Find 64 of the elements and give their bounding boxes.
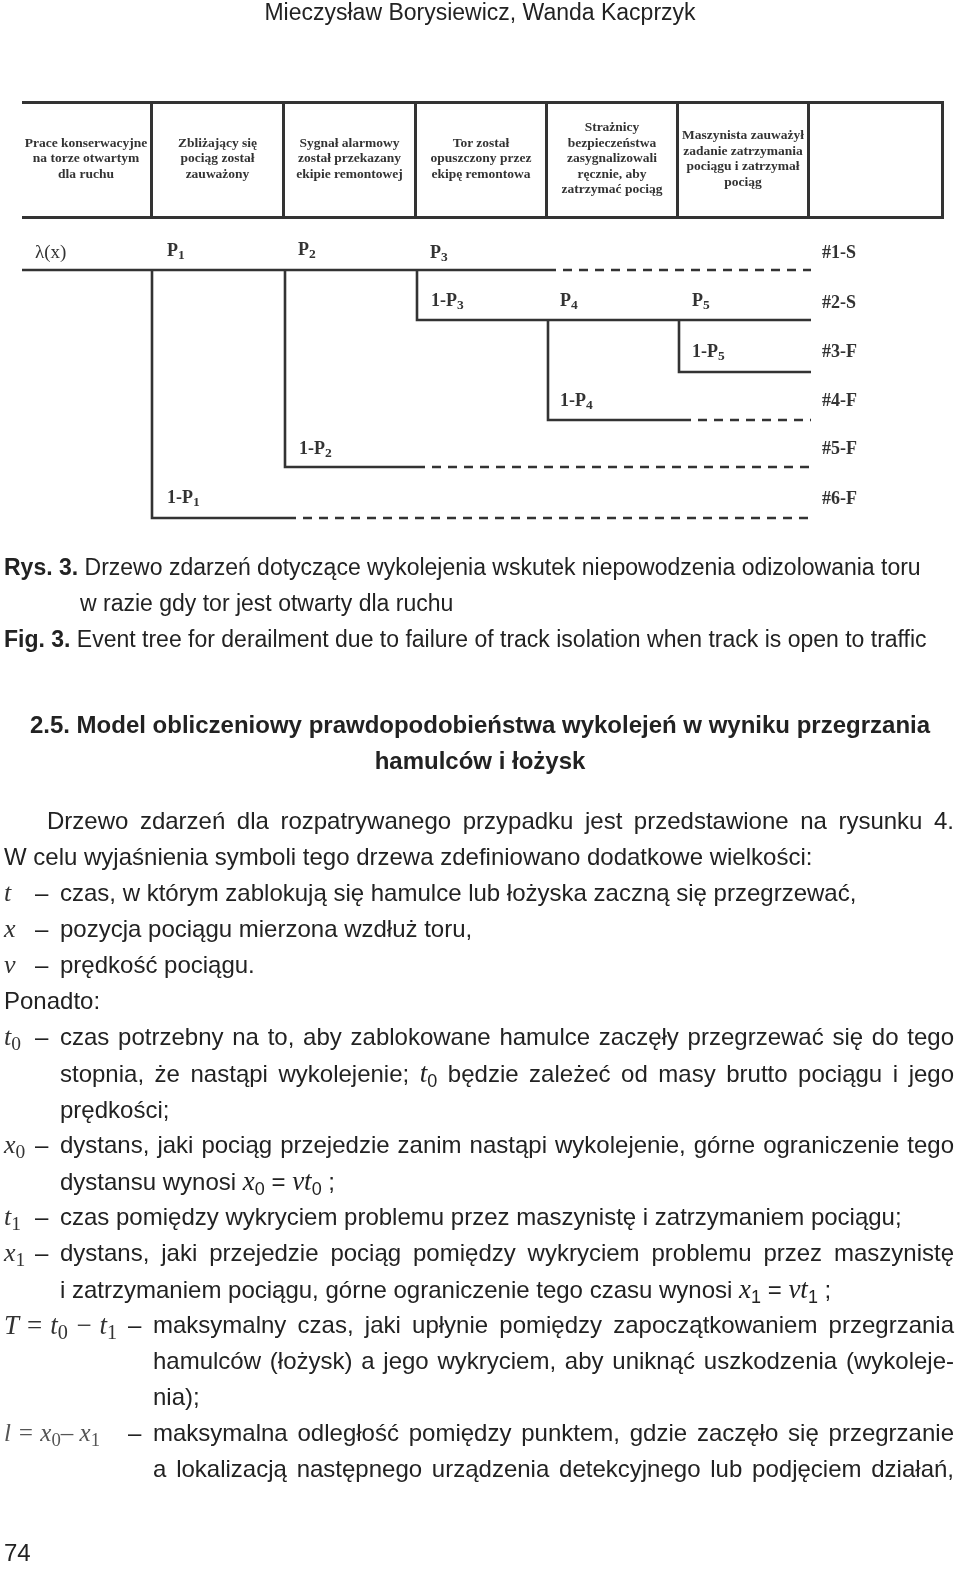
- dash: –: [35, 914, 49, 944]
- dash: –: [35, 950, 49, 980]
- branch-probability: P$_{3}$: [430, 241, 448, 263]
- column-heading: Maszynista zauważył zadanie zatrzymania pociągu i zatrzymał pociąg: [681, 127, 805, 189]
- dash: –: [35, 878, 49, 908]
- header-cell: [285, 101, 417, 219]
- definition-text: maksymalna odległość pomiędzy punktem, gdzie zaczęło się przegrzanie a lokalizacją następnego urządzenia detekcyjnego lub podjęciem działań,: [153, 1418, 954, 1484]
- branch-probability: 1-P$_{3}$: [431, 289, 464, 311]
- branch-probability: P$_{1}$: [167, 239, 185, 261]
- math-symbol: x: [4, 913, 16, 945]
- figure-caption: Rys. 3. Drzewo zdarzeń dotyczące wykolejenia wskutek niepowodzenia odizolowania toru w razie gdy tor jest otwarty dla ruchu: [4, 553, 922, 618]
- page-number: 74: [4, 1538, 31, 1568]
- definition-text: maksymalny czas, jaki upłynie pomiędzy zapoczątkowaniem przegrzania hamulców (łożysk) a jego wykryciem, aby uniknąć uszkodzenia (wykoleje- nia);: [153, 1310, 954, 1412]
- math-formula: T = t$_{0}$ − t$_{1}$: [4, 1309, 118, 1343]
- dash: –: [128, 1310, 142, 1340]
- branch-probability: 1-P$_{2}$: [299, 437, 332, 459]
- header-cell: [22, 101, 153, 219]
- header-cell: [153, 101, 285, 219]
- definition-text: prędkość pociągu.: [60, 950, 256, 980]
- header-cell: [417, 101, 548, 219]
- branch-probability: 1-P$_{4}$: [560, 389, 593, 411]
- math-symbol: v: [4, 949, 16, 981]
- branch-probability: P$_{4}$: [560, 289, 578, 311]
- outcome-label: #6-F: [822, 487, 857, 509]
- figure-caption: Fig. 3. Event tree for derailment due to failure of track isolation when track is open to traffic: [4, 625, 928, 654]
- math-symbol: x$_{1}$: [4, 1237, 26, 1271]
- header-cell: [679, 101, 810, 219]
- definition-text: czas potrzebny na to, aby zablokowane hamulce zaczęły przegrzewać się do tego stopnia, że nastąpi wykolejenie; t$_{0}$ będzie zależeć od masy brutto pociągu i jego prędkości;: [60, 1022, 954, 1125]
- math-symbol: t: [4, 877, 12, 909]
- running-head: Mieczysław Borysiewicz, Wanda Kacprzyk: [263, 0, 697, 24]
- column-heading: Sygnał alarmowy został przekazany ekipie remontowej: [295, 134, 404, 182]
- header-cell: [548, 101, 679, 219]
- outcome-label: #2-S: [822, 291, 856, 313]
- outcome-label: #5-F: [822, 437, 857, 459]
- dash: –: [35, 1238, 49, 1268]
- initiating-event-label: λ(x): [35, 241, 67, 263]
- section-heading: 2.5. Model obliczeniowy prawdopodobieństwa wykolejeń w wyniku przegrzania hamulców i łożysk: [28, 710, 932, 776]
- paragraph: Ponadto:: [4, 986, 101, 1016]
- dash: –: [35, 1022, 49, 1052]
- math-symbol: t$_{0}$: [4, 1021, 21, 1055]
- branch-probability: P$_{5}$: [692, 289, 710, 311]
- definition-text: dystans, jaki przejedzie pociąg pomiędzy wykryciem problemu przez maszynistę i zatrzymaniem pociągu, górne ograniczenie tego czasu wynosi x$_{1}$ = vt$_{1}$ ;: [60, 1238, 954, 1308]
- empty-header-cell: [810, 101, 944, 219]
- math-symbol: t$_{1}$: [4, 1201, 21, 1235]
- branch-probability: P$_{2}$: [298, 238, 316, 260]
- math-symbol: x$_{0}$: [4, 1129, 26, 1163]
- column-heading: Prace konserwacyjne na torze otwartym dla ruchu: [23, 134, 149, 182]
- branch-probability: 1-P$_{1}$: [167, 486, 200, 508]
- dash: –: [35, 1202, 49, 1232]
- dash: –: [128, 1418, 142, 1448]
- paragraph: Drzewo zdarzeń dla rozpatrywanego przypadku jest przedstawione na rysunku 4. W celu wyjaśnienia symboli tego drzewa zdefiniowano dodatkowe wielkości:: [4, 806, 954, 872]
- outcome-label: #4-F: [822, 389, 857, 411]
- math-formula: l = x$_{0}$– x$_{1}$: [4, 1418, 101, 1451]
- definition-text: czas, w którym zablokują się hamulce lub łożyska zaczną się przegrzewać,: [60, 878, 858, 908]
- definition-text: dystans, jaki pociąg przejedzie zanim nastąpi wykolejenie, górne ograniczenie tego dystansu wynosi x$_{0}$ = vt$_{0}$ ;: [60, 1130, 954, 1200]
- column-heading: Strażnicy bezpieczeństwa zasygnalizowali ręcznie, aby zatrzymać pociąg: [560, 119, 664, 197]
- outcome-label: #1-S: [822, 241, 856, 263]
- definition-text: czas pomiędzy wykryciem problemu przez maszynistę i zatrzymaniem pociągu;: [60, 1202, 903, 1232]
- dash: –: [35, 1130, 49, 1160]
- outcome-label: #3-F: [822, 340, 857, 362]
- definition-text: pozycja pociągu mierzona wzdłuż toru,: [60, 914, 474, 944]
- column-heading: Tor został opuszczony przez ekipę remontowa: [429, 134, 533, 182]
- branch-probability: 1-P$_{5}$: [692, 340, 725, 362]
- column-heading: Zbliżający się pociąg został zauważony: [176, 134, 259, 182]
